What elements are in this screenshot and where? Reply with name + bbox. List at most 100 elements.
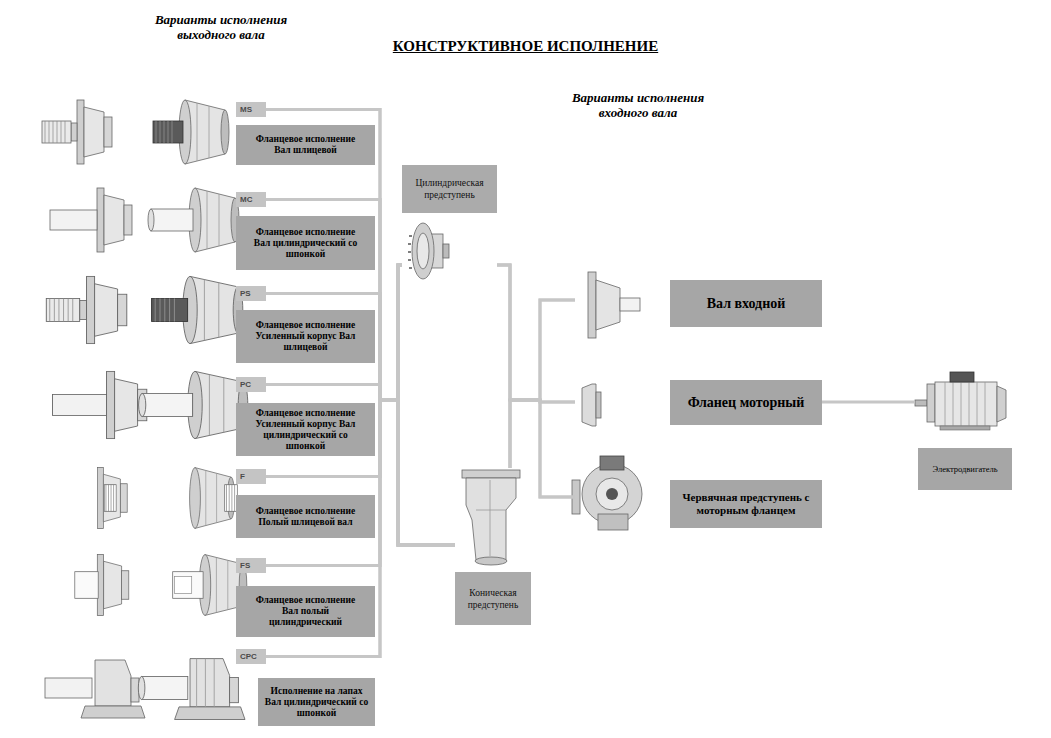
prestage-box-fill: Коническая предступень [455,572,531,625]
variant-cpc [138,676,188,699]
worm-stage-drawing [606,488,618,500]
variant-description: Исполнение на лапах Вал цилиндрический с… [258,678,375,726]
node-text: MS [240,105,252,114]
input-shaft-drawing [588,272,640,338]
variant-code: PS [236,286,266,301]
electric-motor-drawing [940,426,990,430]
connector [510,400,575,468]
connector [510,300,575,468]
variant-pc [139,393,193,416]
variant-code: MS [236,102,266,117]
variant-ps [152,276,243,343]
variant-pc [53,395,107,416]
worm-stage-drawing [598,514,628,530]
variant-fs [175,576,192,593]
electric-motor-drawing [997,386,1006,422]
variant-mc [97,188,132,252]
node-text: Исполнение на лапах Вал цилиндрический с… [264,686,369,719]
variant-mc [189,188,239,252]
variant-f [97,468,237,529]
variant-fs [75,572,98,599]
variant-ps [46,276,243,343]
variant-description-fill: Фланцевое исполнение Усиленный корпус Ва… [236,403,375,456]
node-text: Фланцевое исполнение Вал цилиндрический … [248,227,363,260]
motor-flange-drawing [582,384,596,426]
electric-motor-drawing [945,382,985,426]
cylindrical-stage-drawing [443,244,449,258]
node-text: Электродвигатель [932,464,997,474]
node-text: Червячная предступень с моторным фланцем [676,491,816,517]
motor-box: Электродвигатель [915,372,1015,492]
cylindrical-stage-drawing [408,236,412,268]
node-text: Фланцевое исполнение Усиленный корпус Ва… [248,320,363,353]
variant-ms [42,121,77,143]
input-shaft-drawing [588,272,596,338]
input-option-box-fill: Вал входной [670,280,822,327]
motor-box-fill: Электродвигатель [918,448,1012,490]
prestage-box: Цилиндрическая предступень [402,165,497,280]
variant-code-fill: CPC [236,649,266,664]
variant-description-fill: Фланцевое исполнение Усиленный корпус Ва… [236,310,375,363]
input-shaft-drawing [620,298,640,311]
bevel-stage-drawing [462,470,520,565]
variant-ms [179,100,229,164]
variant-fs [173,572,203,599]
node-text: Коническая предступень [459,587,527,611]
variant-f [190,468,238,529]
variant-code-fill: F [236,469,266,484]
variant-description: Фланцевое исполнение Вал цилиндрический … [236,216,375,270]
variant-code: MC [236,192,266,207]
bevel-stage-drawing [475,557,507,565]
node-text: Цилиндрическая предступень [406,177,493,201]
variant-mc [148,209,193,231]
section-heading: Варианты исполнения входного вала [546,90,730,120]
cylindrical-stage-drawing [417,233,429,269]
variant-ps [46,298,86,321]
input-shaft-drawing [596,280,620,330]
node-text: F [240,472,245,481]
bevel-stage-drawing [462,470,520,478]
variant-pc [139,371,248,438]
variant-ms [153,121,183,143]
variant-f [97,468,127,529]
electric-motor-drawing [915,400,927,406]
connector [497,265,575,497]
section-heading: Варианты исполнения выходного вала [146,12,296,42]
variant-cpc [45,659,245,720]
variant-cpc [45,678,92,698]
variant-pc [53,371,248,438]
node-text: PC [240,380,251,389]
node-text: Вал входной [707,296,786,312]
variant-pc [53,371,147,438]
node-text: Фланец моторный [688,395,805,411]
variant-description: Фланцевое исполнение Полый шлицевой вал [236,495,375,538]
variant-ms [77,100,112,164]
node-text: Фланцевое исполнение Полый шлицевой вал [248,506,363,528]
input-option-box-fill: Фланец моторный [670,380,822,425]
variant-cpc [138,659,245,720]
variant-f [104,485,116,512]
variant-mc [50,210,97,230]
connector [510,400,575,497]
node-text: CPC [240,652,257,661]
electric-motor-drawing [935,382,997,426]
cylindrical-stage-drawing [412,223,434,279]
motor-flange-drawing [596,392,601,418]
variant-fs [75,555,129,616]
variant-description-fill: Фланцевое исполнение Вал шлицевой [236,125,375,165]
prestage-box: Коническая предступень [455,468,531,626]
variant-code-fill: MS [236,102,266,117]
variant-ps [183,276,243,343]
node-text: Фланцевое исполнение Вал полый цилиндрич… [248,595,363,628]
variant-description-fill: Фланцевое исполнение Вал цилиндрический … [236,216,375,270]
variant-fs [97,555,129,616]
variant-f [97,468,127,529]
input-option-box: Фланец моторный [575,375,822,430]
node-text: FS [240,561,250,570]
node-text: Фланцевое исполнение Усиленный корпус Ва… [248,408,363,452]
variant-code: CPC [236,649,266,664]
variant-description-fill: Фланцевое исполнение Вал полый цилиндрич… [236,586,375,637]
